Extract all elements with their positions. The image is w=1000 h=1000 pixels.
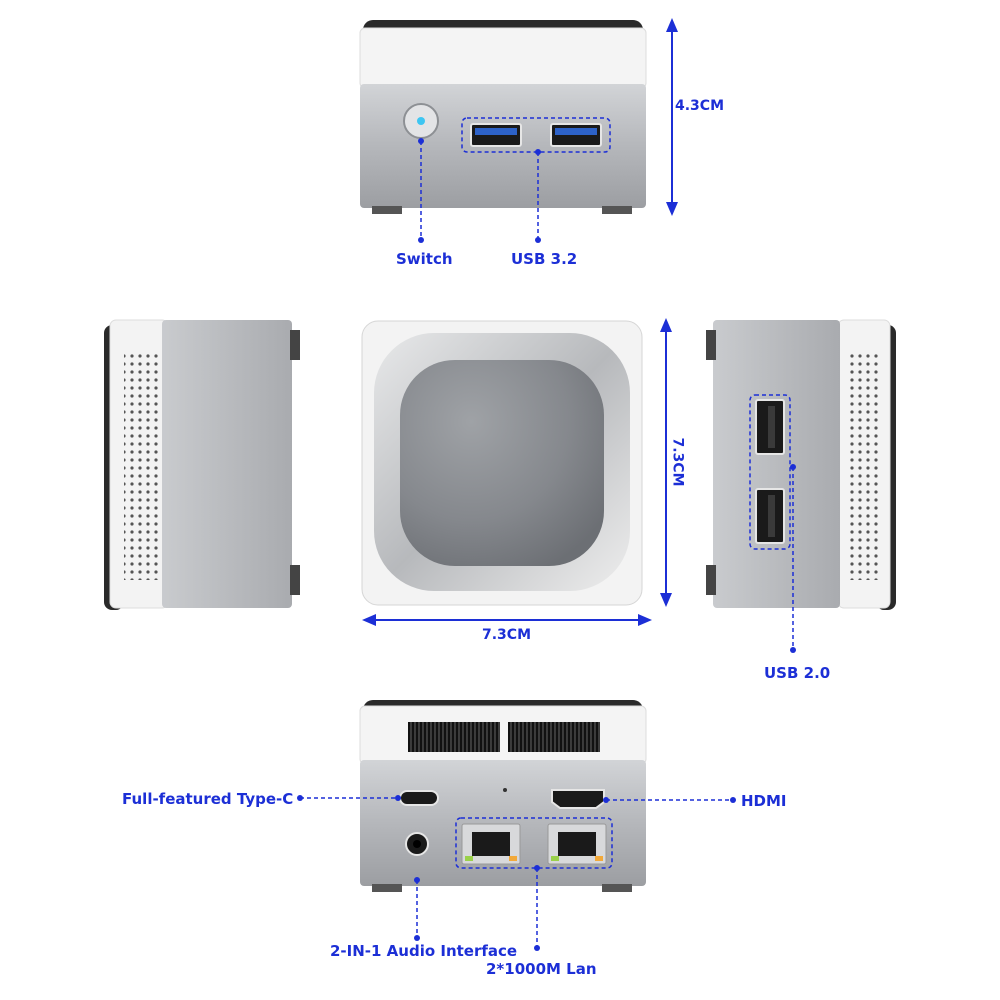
hdmi-label: HDMI	[741, 792, 787, 810]
height-dimension-label: 4.3CM	[675, 98, 725, 114]
depth-dimension-label: 7.3CM	[669, 437, 686, 487]
typec-port-icon	[399, 790, 439, 806]
front-view	[359, 18, 678, 243]
rear-view	[297, 700, 736, 951]
audio-interface-label: 2-IN-1 Audio Interface	[330, 942, 518, 960]
typec-label: Full-featured Type-C	[122, 790, 294, 808]
usb32-label: USB 3.2	[511, 250, 578, 268]
width-dimension-label: 7.3CM	[482, 627, 532, 643]
right-side-view	[706, 319, 896, 653]
switch-label: Switch	[396, 250, 453, 268]
hdmi-port-icon	[551, 789, 605, 809]
lan-label: 2*1000M Lan	[486, 960, 597, 978]
left-side-view	[104, 319, 300, 610]
top-view	[361, 318, 672, 626]
usb20-label: USB 2.0	[764, 664, 831, 682]
